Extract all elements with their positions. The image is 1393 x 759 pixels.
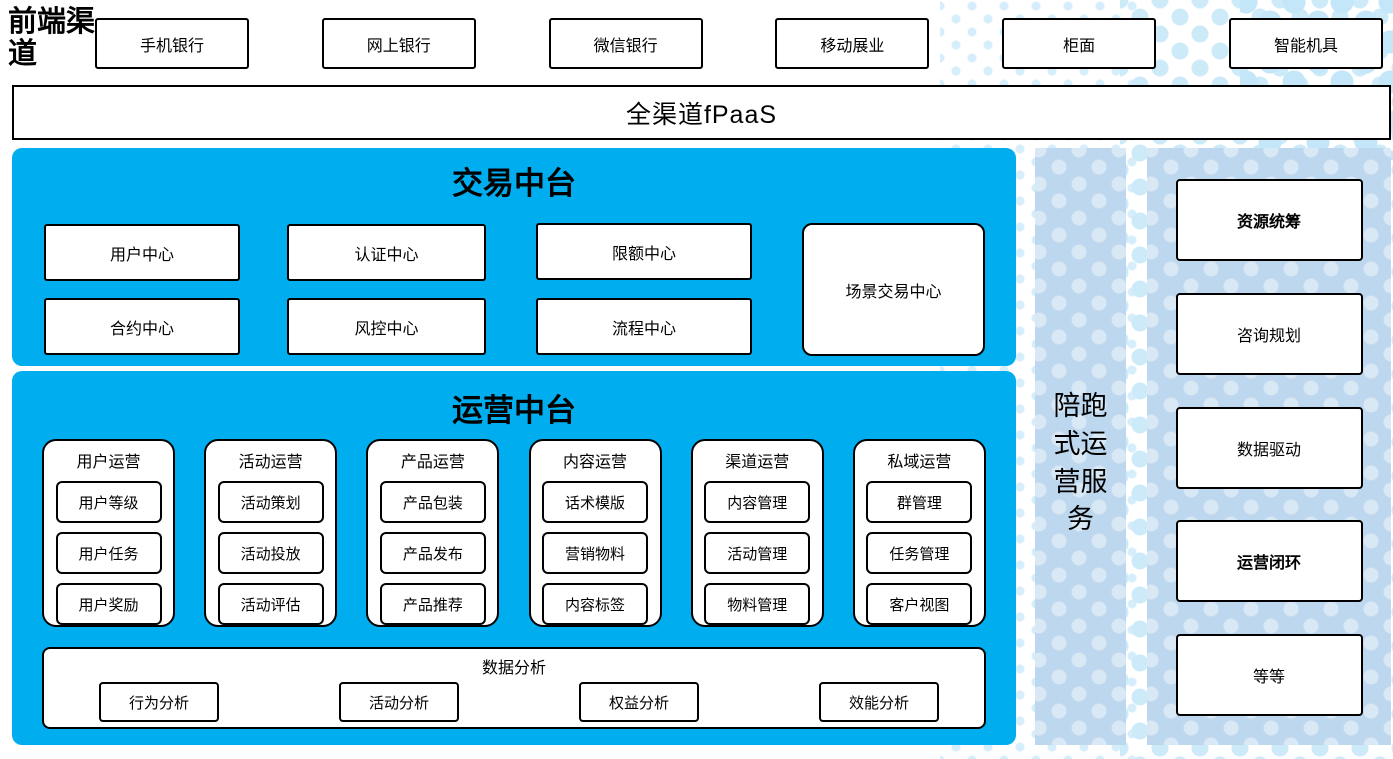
center-box-scene-trade: 场景交易中心 [802,223,985,356]
channel-box-online-banking: 网上银行 [321,18,476,69]
group-activity-operation: 活动运营 活动策划 活动投放 活动评估 [204,439,338,627]
group-item: 物料管理 [704,583,811,625]
channel-box-mobile-marketing: 移动展业 [775,18,930,69]
group-content-operation: 内容运营 话术模版 营销物料 内容标签 [528,439,662,627]
group-item: 活动评估 [217,583,324,625]
group-channel-operation: 渠道运营 内容管理 活动管理 物料管理 [690,439,824,627]
group-title: 渠道运营 [725,454,790,471]
channel-box-counter: 柜面 [1002,18,1157,69]
group-item: 产品发布 [379,532,486,574]
group-item: 用户等级 [55,481,162,523]
group-item: 任务管理 [866,532,973,574]
operation-platform-section: 运营中台 用户运营 用户等级 用户任务 用户奖励 活动运营 活动策划 活动投放 … [12,371,1016,745]
center-box-limit: 限额中心 [536,223,752,280]
analysis-box-behavior: 行为分析 [99,682,219,722]
group-item: 内容标签 [542,583,649,625]
channel-box-mobile-banking: 手机银行 [95,18,249,69]
side-service-label: 陪跑式运营服务 [1053,391,1108,535]
group-item: 活动管理 [704,532,811,574]
service-box-resource-coordination: 资源统筹 [1175,179,1363,261]
front-channels-label: 前端渠道 [8,6,96,71]
service-box-operation-loop: 运营闭环 [1175,520,1363,603]
group-title: 私域运营 [887,454,952,471]
group-item: 活动投放 [217,532,324,574]
group-private-domain-operation: 私域运营 群管理 任务管理 客户视图 [852,439,986,627]
trade-platform-section: 交易中台 用户中心 认证中心 限额中心 合约中心 风控中心 流程中心 场景交易中… [12,148,1016,366]
service-box-data-driven: 数据驱动 [1175,406,1363,489]
data-analysis-strip: 数据分析 行为分析 活动分析 权益分析 效能分析 [42,647,986,729]
center-box-process: 流程中心 [536,298,752,355]
analysis-box-efficiency: 效能分析 [819,682,939,722]
right-service-panel: 资源统筹 咨询规划 数据驱动 运营闭环 等等 [1147,148,1391,745]
group-title: 活动运营 [238,454,303,471]
group-item: 群管理 [866,481,973,523]
channel-box-wechat-banking: 微信银行 [548,18,703,69]
channel-box-smart-devices: 智能机具 [1228,18,1383,69]
group-item: 活动策划 [217,481,324,523]
group-title: 产品运营 [400,454,465,471]
center-box-contract: 合约中心 [44,298,240,355]
group-item: 话术模版 [542,481,649,523]
center-box-auth: 认证中心 [287,224,486,281]
operation-groups-row: 用户运营 用户等级 用户任务 用户奖励 活动运营 活动策划 活动投放 活动评估 … [42,439,986,627]
group-user-operation: 用户运营 用户等级 用户任务 用户奖励 [42,439,175,627]
group-title: 内容运营 [563,454,628,471]
group-item: 营销物料 [542,532,649,574]
group-item: 产品推荐 [379,583,486,625]
front-channels-row: 手机银行 网上银行 微信银行 移动展业 柜面 智能机具 [95,18,1383,69]
omnichannel-fpaas-bar: 全渠道fPaaS [12,85,1391,140]
analysis-box-rights: 权益分析 [579,682,699,722]
side-service-bar: 陪跑式运营服务 [1035,148,1126,745]
center-box-risk: 风控中心 [287,298,486,355]
group-product-operation: 产品运营 产品包装 产品发布 产品推荐 [366,439,500,627]
group-item: 用户奖励 [55,583,162,625]
group-item: 用户任务 [55,532,162,574]
analysis-box-activity: 活动分析 [339,682,459,722]
group-title: 用户运营 [76,454,141,471]
group-item: 产品包装 [379,481,486,523]
service-box-etc: 等等 [1175,634,1363,716]
service-box-consulting-planning: 咨询规划 [1175,292,1363,375]
group-item: 内容管理 [704,481,811,523]
data-analysis-row: 行为分析 活动分析 权益分析 效能分析 [99,682,939,722]
center-box-user: 用户中心 [44,224,240,281]
operation-platform-title: 运营中台 [452,393,576,428]
trade-platform-title: 交易中台 [452,166,576,201]
group-item: 客户视图 [866,583,973,625]
data-analysis-title: 数据分析 [481,660,546,677]
